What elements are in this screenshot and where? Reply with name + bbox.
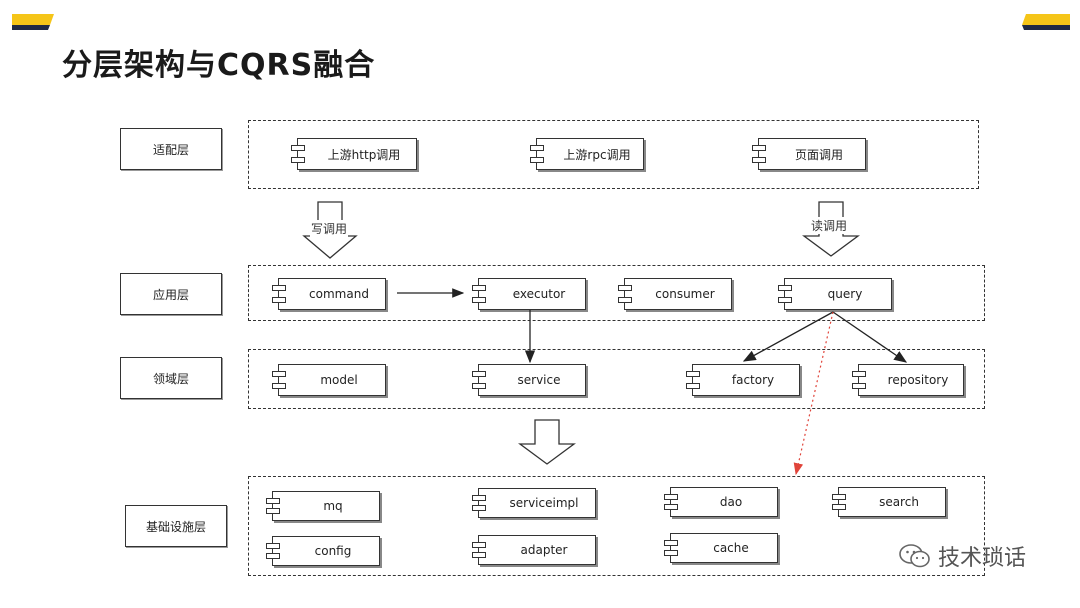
domain-to-infrastructure-arrow [518, 419, 576, 465]
component-model: model [272, 364, 386, 396]
component-page-call: 页面调用 [752, 138, 866, 170]
page-title: 分层架构与CQRS融合 [62, 48, 376, 83]
component-executor: executor [472, 278, 586, 310]
component-search: search [832, 487, 946, 517]
component-upstream-http-call: 上游http调用 [291, 138, 417, 170]
layer-label-application: 应用层 [120, 273, 222, 315]
wechat-icon [899, 544, 930, 568]
watermark-text: 技术琐话 [938, 546, 1027, 571]
layer-label-domain: 领域层 [120, 357, 222, 399]
watermark: 技术琐话 [898, 540, 1026, 572]
component-serviceimpl: serviceimpl [472, 488, 596, 518]
component-query: query [778, 278, 892, 310]
corner-decoration-left [12, 14, 54, 30]
corner-decoration-right [1022, 14, 1070, 30]
component-upstream-rpc-call: 上游rpc调用 [530, 138, 644, 170]
component-mq: mq [266, 491, 380, 521]
component-service: service [472, 364, 586, 396]
component-adapter: adapter [472, 535, 596, 565]
component-dao: dao [664, 487, 778, 517]
component-config: config [266, 536, 380, 566]
layer-label-infrastructure: 基础设施层 [125, 505, 227, 547]
component-cache: cache [664, 533, 778, 563]
layer-label-adapter: 适配层 [120, 128, 222, 170]
component-factory: factory [686, 364, 800, 396]
write-call-label: 写调用 [310, 220, 349, 237]
component-command: command [272, 278, 386, 310]
component-repository: repository [852, 364, 964, 396]
read-call-label: 读调用 [810, 217, 849, 234]
component-consumer: consumer [618, 278, 732, 310]
